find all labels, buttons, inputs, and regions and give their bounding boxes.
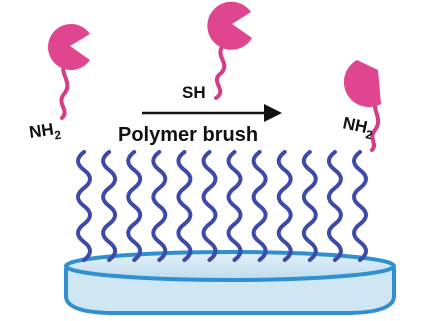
polymer-brush-chains [76,150,368,262]
polymer-chain [226,150,243,262]
amine-left-label: NH2 [28,119,62,146]
tether-amine-right [370,96,381,152]
amine-left-text: NH [28,120,55,142]
polymer-chain [151,150,168,262]
polymer-brush-label: Polymer brush [118,124,258,146]
polymer-chain [176,150,193,262]
polymer-chain [301,150,318,262]
tether-thiol [214,44,227,100]
pacman-protein-icon [343,60,381,108]
pacman-protein-icon [48,24,90,71]
biomolecule-amine-right [343,60,381,152]
thiol-label: SH [182,83,206,102]
amine-right-subscript: 2 [364,127,374,142]
polymer-chain [251,150,268,262]
amine-right-label: NH2 [340,113,376,142]
polymer-chain [101,150,118,262]
amine-right-text: NH [341,113,369,137]
polymer-chain [276,150,293,262]
biomolecule-thiol [207,1,252,100]
pacman-protein-icon [207,1,252,50]
right-arrow-icon [142,104,282,122]
substrate-disc [64,250,396,315]
polymer-chain [352,150,368,262]
amine-left-subscript: 2 [53,128,62,143]
polymer-chain [326,150,343,262]
biomolecule-amine-left [48,24,90,120]
polymer-chain [76,150,92,262]
tether-amine-left [59,60,70,120]
polymer-chain [201,150,218,262]
polymer-chain [126,150,143,262]
